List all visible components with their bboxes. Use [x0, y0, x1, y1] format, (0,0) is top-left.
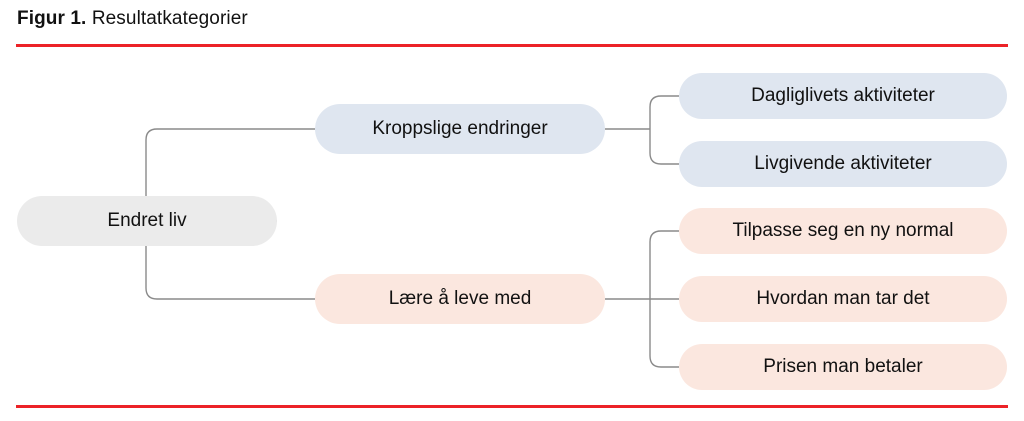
connector-root-to-kroppslige [145, 128, 315, 222]
top-rule [16, 44, 1008, 47]
figure-caption-label: Figur 1. [17, 8, 87, 29]
connector-laere-to-prisen [649, 299, 679, 368]
figure-caption-text: Resultatkategorier [91, 8, 248, 29]
node-leaf-dagliglivets-aktiviteter[interactable]: Dagliglivets aktiviteter [679, 73, 1007, 119]
node-leaf-hvordan-man-tar-det[interactable]: Hvordan man tar det [679, 276, 1007, 322]
connector-kroppslige-to-dagliglivets [649, 95, 679, 129]
figure-caption: Figur 1. Resultatkategorier [17, 8, 248, 30]
bottom-rule [16, 405, 1008, 408]
connector-kroppslige-to-livgivende [649, 129, 679, 165]
node-branch-laere-a-leve-med[interactable]: Lære å leve med [315, 274, 605, 324]
node-root-endret-liv[interactable]: Endret liv [17, 196, 277, 246]
node-leaf-prisen-man-betaler[interactable]: Prisen man betaler [679, 344, 1007, 390]
node-branch-kroppslige-endringer[interactable]: Kroppslige endringer [315, 104, 605, 154]
connector-laere-to-tilpasse [649, 230, 679, 299]
node-leaf-tilpasse-seg-en-ny-normal[interactable]: Tilpasse seg en ny normal [679, 208, 1007, 254]
node-leaf-livgivende-aktiviteter[interactable]: Livgivende aktiviteter [679, 141, 1007, 187]
connector-root-to-laere [145, 220, 315, 300]
